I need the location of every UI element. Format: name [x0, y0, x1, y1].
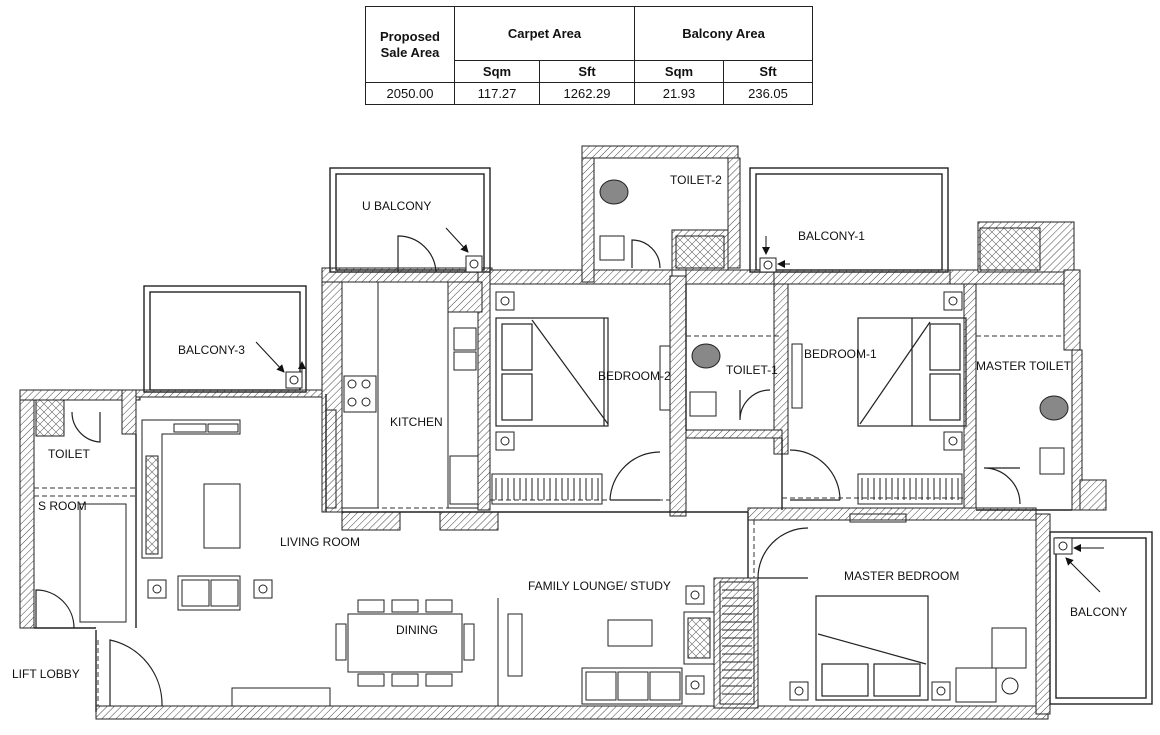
- label-toilet-2: TOILET-2: [670, 173, 722, 187]
- label-toilet-1: TOILET-1: [726, 363, 778, 377]
- pointer-arrows: [255, 227, 1104, 593]
- label-s-room: S ROOM: [38, 499, 87, 513]
- structural-walls: [19, 145, 1107, 720]
- label-master-toilet: MASTER TOILET: [976, 359, 1072, 373]
- balcony-sqm-value: 21.93: [634, 82, 724, 105]
- label-kitchen: KITCHEN: [390, 415, 443, 429]
- living-sofa: [141, 409, 337, 707]
- wardrobes: [491, 473, 963, 705]
- balcony-area-header: Balcony Area: [634, 6, 813, 61]
- kitchen-counter: [341, 281, 479, 509]
- carpet-sqm-value: 117.27: [454, 82, 540, 105]
- dining-table: [335, 599, 475, 687]
- bed-bedroom-2: [495, 317, 609, 427]
- doors: [35, 235, 1021, 707]
- label-family-lounge: FAMILY LOUNGE/ STUDY: [528, 579, 671, 593]
- ceiling-markers: [147, 255, 1073, 701]
- label-balcony: BALCONY: [1070, 605, 1127, 619]
- balcony-sft-value: 236.05: [723, 82, 813, 105]
- label-lift-lobby: LIFT LOBBY: [12, 667, 80, 681]
- proposed-sale-area-header: Proposed Sale Area: [365, 6, 455, 83]
- label-bedroom-2: BEDROOM-2: [598, 369, 671, 383]
- label-bedroom-1: BEDROOM-1: [804, 347, 877, 361]
- bed-bedroom-1: [857, 317, 967, 427]
- label-u-balcony: U BALCONY: [362, 199, 431, 213]
- proposed-sale-area-label: Proposed Sale Area: [380, 28, 440, 60]
- carpet-sft-value: 1262.29: [539, 82, 635, 105]
- balcony-sqm-header: Sqm: [634, 60, 724, 83]
- bed-master-bedroom: [815, 595, 929, 701]
- label-master-bedroom: MASTER BEDROOM: [844, 569, 959, 583]
- label-balcony-3: BALCONY-3: [178, 343, 245, 357]
- label-living-room: LIVING ROOM: [280, 535, 360, 549]
- room-labels: U BALCONY TOILET-2 BALCONY-1 BALCONY-3 K…: [12, 173, 1127, 681]
- toilet-fixtures: [35, 179, 1069, 623]
- carpet-area-header: Carpet Area: [454, 6, 635, 61]
- label-dining: DINING: [396, 623, 438, 637]
- lounge-furniture: [497, 513, 1027, 706]
- label-balcony-1: BALCONY-1: [798, 229, 865, 243]
- label-toilet: TOILET: [48, 447, 90, 461]
- area-table: Proposed Sale Area Carpet Area Balcony A…: [365, 6, 813, 105]
